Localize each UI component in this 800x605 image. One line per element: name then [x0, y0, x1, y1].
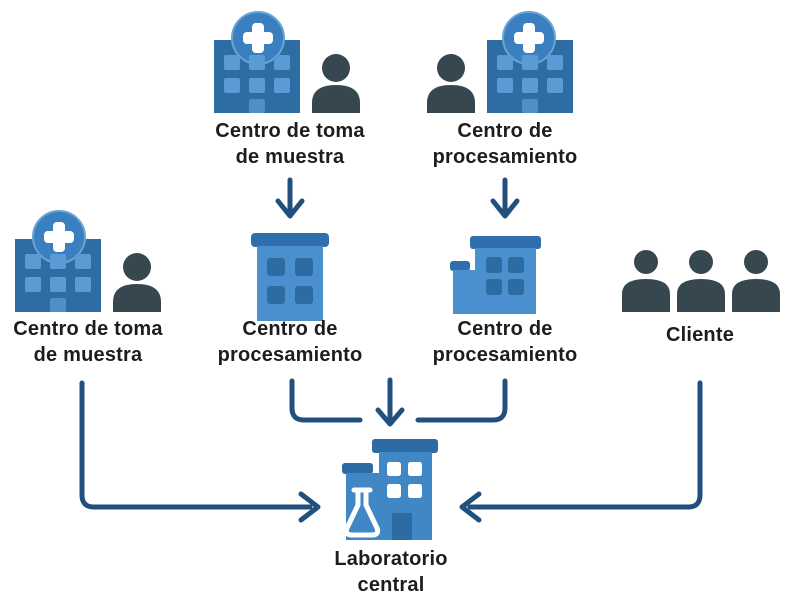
arrow-top-right-down — [490, 177, 520, 219]
hospital-with-person-icon — [15, 210, 161, 312]
person-with-hospital-icon — [427, 11, 573, 113]
label-cliente: Cliente — [665, 324, 735, 346]
label-centro-procesamiento-top: Centro de procesamiento — [432, 120, 578, 168]
hospital-with-person-icon — [214, 11, 360, 113]
label-centro-procesamiento-mid-left: Centro de procesamiento — [217, 318, 363, 366]
office-building-icon — [251, 233, 329, 321]
arrow-merge-right — [415, 378, 508, 423]
flask-icon — [343, 487, 381, 538]
three-people-icon — [622, 250, 780, 312]
label-centro-procesamiento-mid-right: Centro de procesamiento — [432, 318, 578, 366]
arrow-merge-down — [375, 377, 405, 427]
office-building-annex-icon — [450, 236, 541, 314]
label-laboratorio-central: Laboratorio central — [334, 548, 448, 596]
label-centro-toma-top: Centro de toma de muestra — [215, 120, 365, 168]
arrow-merge-left — [289, 378, 363, 423]
arrow-client-to-lab — [459, 380, 703, 523]
arrow-left-to-lab — [79, 380, 321, 523]
label-centro-toma-left: Centro de toma de muestra — [13, 318, 163, 366]
laboratory-building-icon — [342, 439, 438, 540]
arrow-top-left-down — [275, 177, 305, 219]
